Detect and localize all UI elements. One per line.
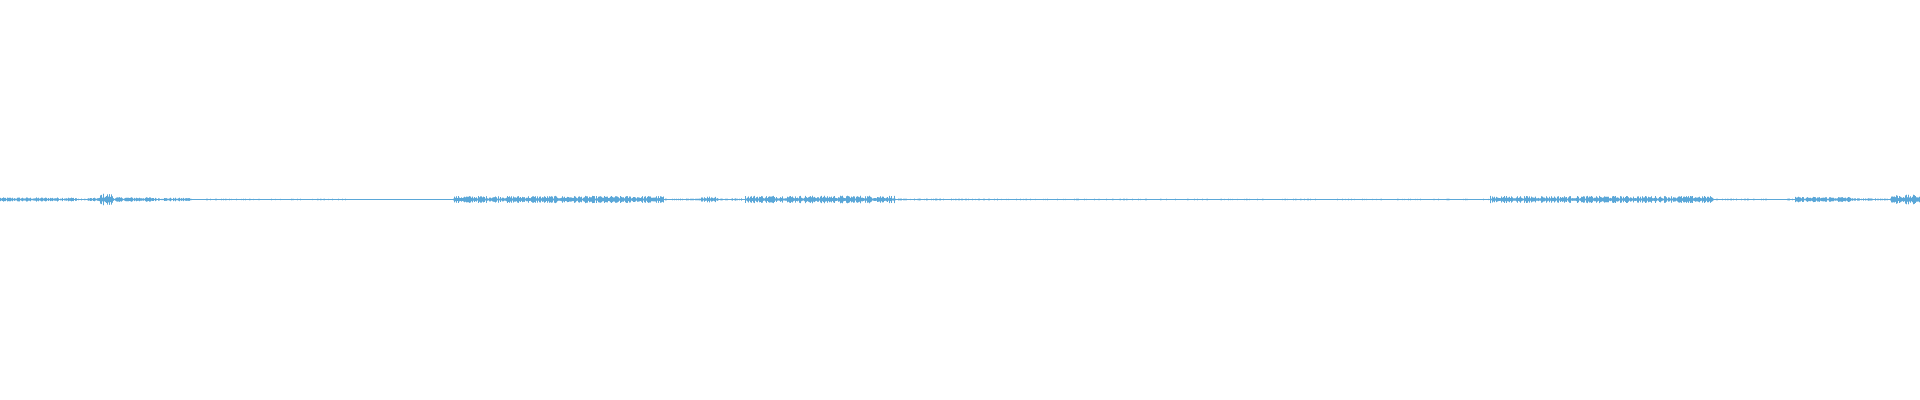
waveform-amplitude-path — [0, 193, 1920, 206]
waveform-bars — [0, 193, 1920, 206]
